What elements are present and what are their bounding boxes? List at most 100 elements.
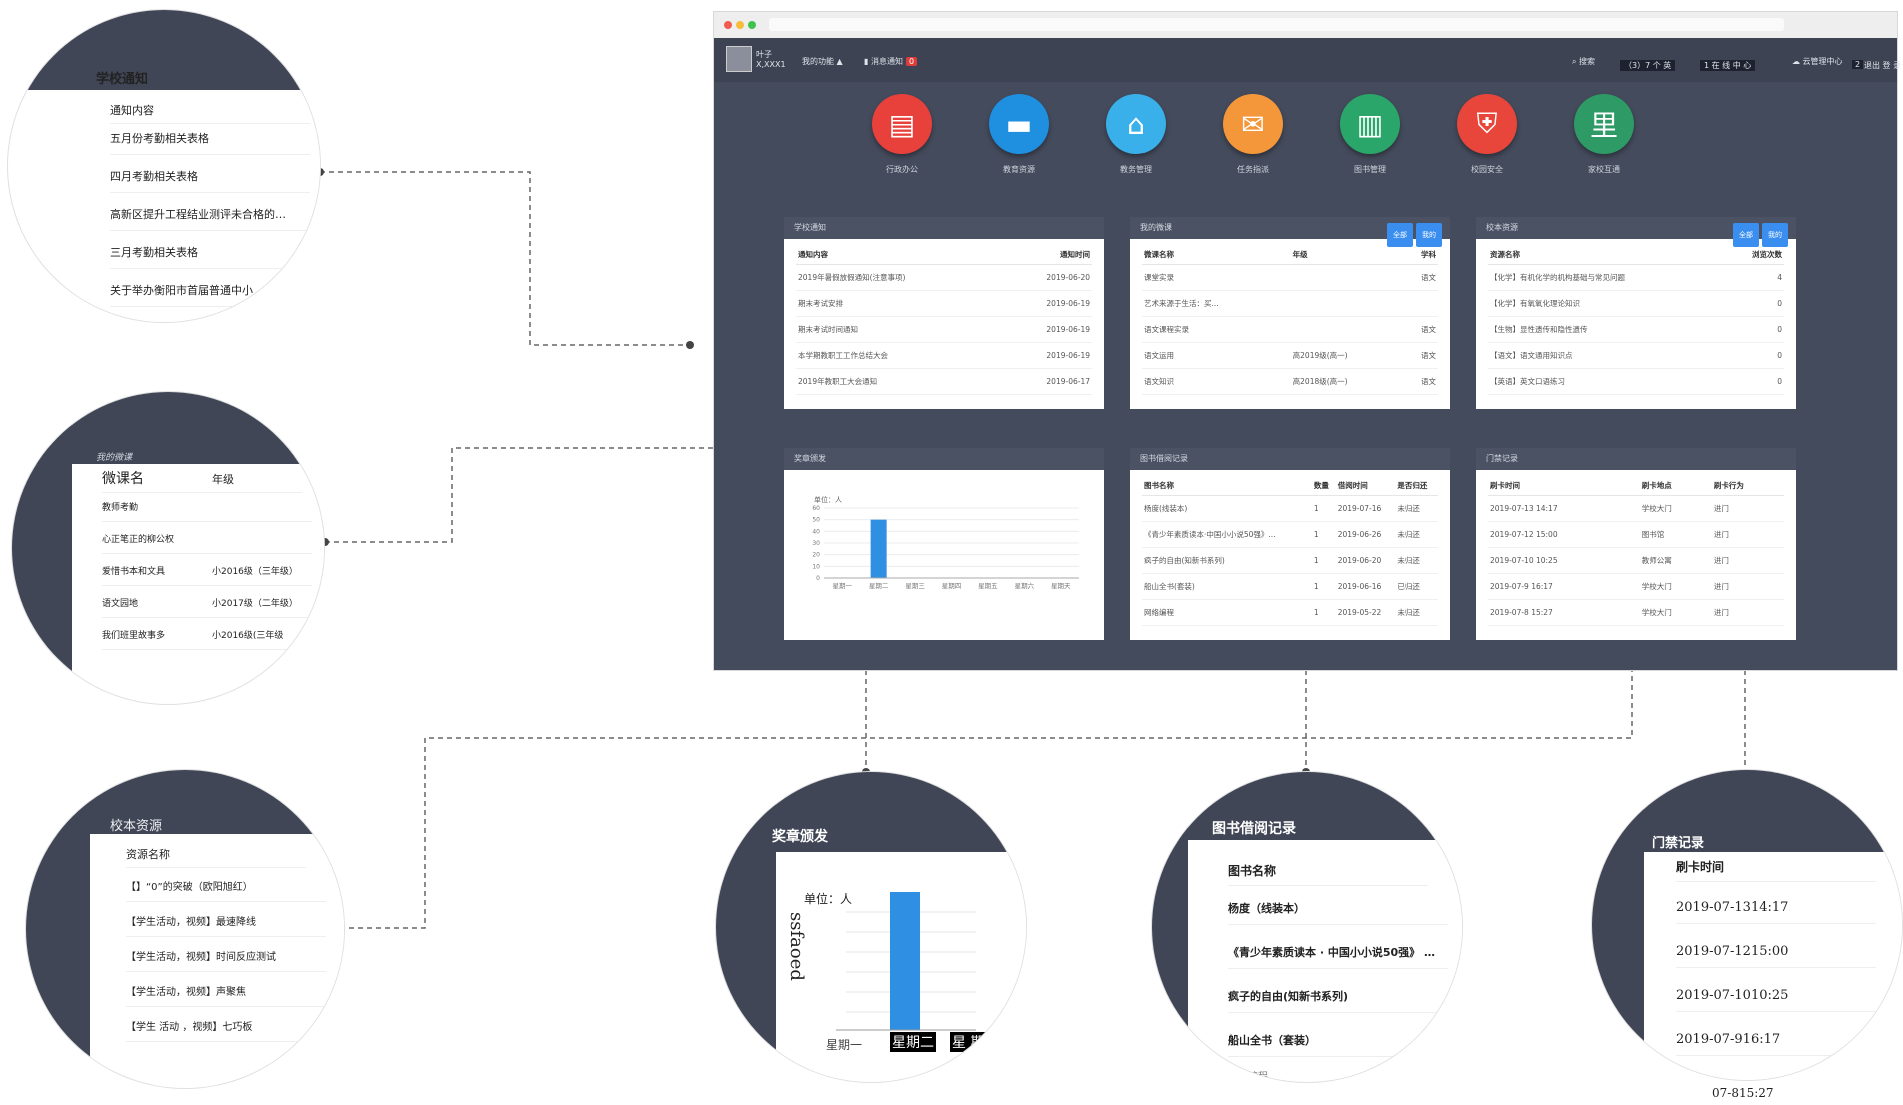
logout-link[interactable]: 退出 登 录 (1864, 61, 1902, 70)
table-cell: 学校大门 (1639, 495, 1712, 522)
app-books[interactable]: ▥图书管理 (1325, 94, 1415, 175)
zoom-cell: 小2016级（三年级） (212, 567, 298, 577)
small-button[interactable]: 2 (1852, 60, 1864, 69)
table-row[interactable]: 语文运用高2019级(高一)语文 (1142, 342, 1438, 369)
zoom-resource-header: 资源名称 (126, 846, 306, 868)
app-shield[interactable]: ⛨校园安全 (1442, 94, 1532, 175)
table-row[interactable]: 语文知识高2018级(高一)语文 (1142, 368, 1438, 395)
zoom-col-2: 年级 (212, 473, 234, 486)
school-icon: ⌂ (1106, 94, 1166, 154)
tab-all[interactable]: 全部 (1733, 223, 1759, 247)
table-cell: 进门 (1711, 495, 1784, 522)
y-tick-label: 60 (812, 505, 820, 512)
table-cell: 2019-06-19 (1003, 316, 1092, 343)
zoom-cell: 小2017级（二年级） (212, 599, 298, 609)
zoom-x-label-1: 星期一 (826, 1038, 863, 1052)
my-app-menu[interactable]: 我的功能 ▲ (802, 57, 843, 66)
app-school[interactable]: ⌂教务管理 (1091, 94, 1181, 175)
column-header: 刷卡地点 (1639, 476, 1712, 496)
table-cell: 杨度(线装本) (1142, 495, 1312, 522)
table-cell: 进门 (1711, 547, 1784, 574)
folder-icon: ▬ (989, 94, 1049, 154)
close-dot-icon[interactable] (724, 21, 732, 29)
zoom-side (26, 770, 90, 1088)
y-tick-label: 30 (812, 540, 820, 547)
table-cell: 未归还 (1395, 599, 1438, 626)
table-cell: 未归还 (1395, 495, 1438, 522)
table-row[interactable]: 语文课程实录语文 (1142, 316, 1438, 343)
table-cell: 2019-07-16 (1335, 495, 1396, 522)
my-microcourse-panel: 我的微课 全部我的 微课名称年级学科 课堂实录语文艺术来源于生活：买...语文课… (1130, 217, 1450, 409)
address-bar[interactable] (769, 18, 1784, 31)
table-cell: 2019-07-9 16:17 (1488, 573, 1640, 600)
table-row[interactable]: 艺术来源于生活：买... (1142, 290, 1438, 317)
zoom-side (12, 392, 72, 704)
zoom-row: 关于举办衡阳市首届普通中小 (110, 282, 310, 307)
table-cell: 语文 (1402, 368, 1438, 395)
app-chat[interactable]: 里家校互通 (1559, 94, 1649, 175)
bell-icon: ▮ (864, 57, 869, 66)
app-label: 图书管理 (1354, 165, 1386, 174)
my-microcourse-table: 微课名称年级学科 课堂实录语文艺术来源于生活：买...语文课程实录语文语文运用高… (1142, 245, 1438, 395)
table-cell: 1 (1311, 599, 1336, 626)
search-link[interactable]: ⌕ 搜索 (1572, 56, 1595, 67)
zoom-award-chart (836, 892, 976, 1031)
zoom-cell: 爱惜书本和文具 (102, 567, 166, 577)
zoom-access-header: 刷卡时间 (1676, 858, 1876, 882)
table-cell: 2019-07-10 10:25 (1488, 547, 1640, 574)
table-row[interactable]: 2019年暑假放假通知(注意事项)2019-06-20 (796, 264, 1092, 291)
app-inbox-tray[interactable]: ▤行政办公 (857, 94, 947, 175)
table-cell: 2019-06-20 (1003, 264, 1092, 291)
app-label: 任务指派 (1237, 165, 1269, 174)
table-cell: 2019-07-13 14:17 (1488, 495, 1640, 522)
user-avatar[interactable] (726, 46, 752, 72)
zoom-microcourse: 我的微课 微课名年级 教师考勤心正笔正的柳公权爱惜书本和文具小2016级（三年级… (12, 392, 324, 704)
app-envelope[interactable]: ✉任务指派 (1208, 94, 1298, 175)
minimize-dot-icon[interactable] (736, 21, 744, 29)
x-tick-label: 星期四 (942, 582, 962, 590)
maximize-dot-icon[interactable] (748, 21, 756, 29)
zoom-row: 教师考勤 (102, 500, 312, 522)
tab-mine[interactable]: 我的 (1762, 223, 1788, 247)
tab-all[interactable]: 全部 (1387, 223, 1413, 247)
table-row[interactable]: 课堂实录语文 (1142, 264, 1438, 291)
zoom-row: 船山全书（套装） (1228, 1032, 1448, 1057)
table-cell: 语文课程实录 (1142, 316, 1291, 343)
zoom-notice-header: 通知内容 (110, 102, 310, 124)
table-cell: 艺术来源于生活：买... (1142, 290, 1291, 317)
user-id: X,XXX1 (756, 60, 786, 69)
cloud-center-link[interactable]: ☁ 云管理中心 (1792, 56, 1843, 67)
zoom-side (716, 772, 776, 1082)
cloud-icon: ☁ (1792, 57, 1800, 66)
table-cell: 期末考试安排 (796, 290, 1004, 317)
zoom-side (1592, 770, 1644, 1080)
zoom-row: 高新区提升工程结业测评未合格的… (110, 206, 310, 231)
zoom-row: 爱惜书本和文具 小2016级（三年级） (102, 564, 312, 586)
table-cell: 2019-06-16 (1335, 573, 1396, 600)
app-folder[interactable]: ▬教育资源 (974, 94, 1064, 175)
zoom-row: 【】“0”的突破（欧阳旭红） (126, 878, 326, 902)
tab-mine[interactable]: 我的 (1416, 223, 1442, 247)
column-header: 资源名称 (1488, 245, 1726, 265)
